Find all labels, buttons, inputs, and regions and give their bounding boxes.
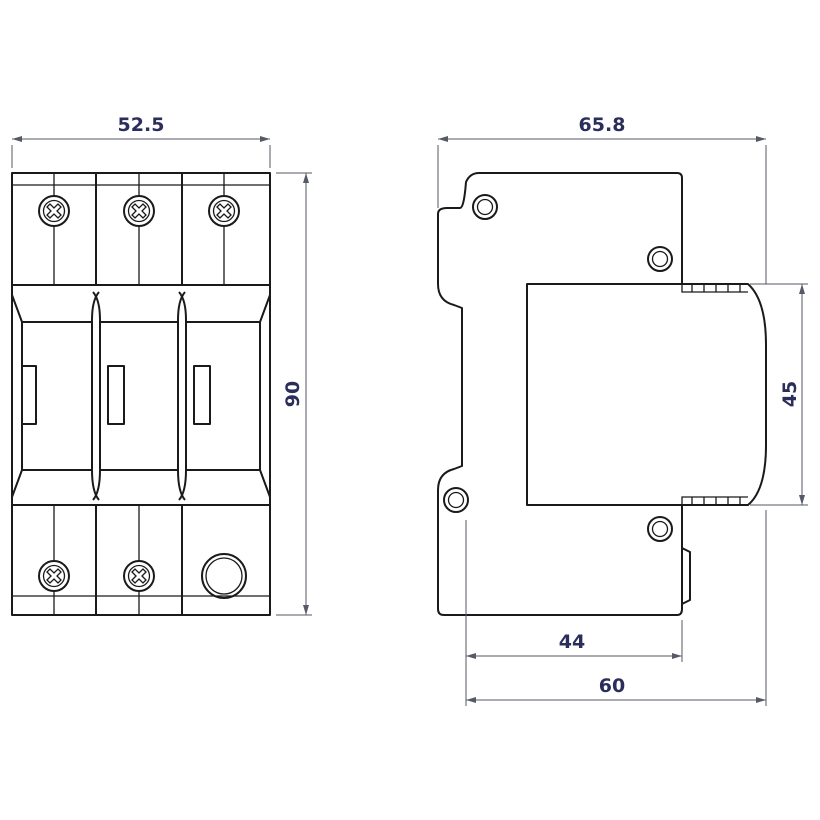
terminal-channel-lines (12, 173, 270, 615)
indicator-window-1 (21, 365, 37, 425)
side-depth-base-label: 60 (599, 675, 625, 697)
side-contact-nub (681, 547, 691, 605)
terminal-screw-icon (123, 195, 155, 227)
side-depth-rail-dimension: 44 (465, 520, 683, 706)
indicator-window-3 (193, 365, 211, 425)
side-depth-base-dimension: 60 (466, 510, 767, 706)
terminal-screw-icon (123, 560, 155, 592)
grip-ribs-bottom (681, 496, 748, 505)
terminal-screw-icon (38, 195, 70, 227)
side-body-outline (437, 172, 683, 616)
side-module-height-dimension: 45 (750, 283, 808, 506)
side-view (437, 172, 767, 616)
front-width-dimension: 52.5 (11, 114, 271, 168)
front-height-dimension: 90 (276, 172, 312, 616)
empty-terminal-icon (201, 553, 247, 599)
mounting-hole-icon (443, 487, 469, 513)
terminal-screw-icon (208, 195, 240, 227)
front-view (11, 172, 271, 616)
side-width-dimension: 65.8 (437, 114, 767, 284)
side-depth-rail-label: 44 (559, 631, 585, 653)
front-height-label: 90 (282, 381, 304, 407)
mounting-hole-icon (472, 194, 498, 220)
side-module-face (682, 283, 767, 506)
front-body-outline (11, 172, 271, 616)
side-module-height-label: 45 (779, 381, 801, 407)
indicator-window-2 (107, 365, 125, 425)
front-width-label: 52.5 (118, 114, 165, 136)
plug-in-modules (11, 291, 271, 501)
mounting-hole-icon (647, 246, 673, 272)
mounting-hole-icon (647, 516, 673, 542)
side-width-label: 65.8 (579, 114, 626, 136)
grip-ribs-top (681, 284, 748, 293)
terminal-screw-icon (38, 560, 70, 592)
